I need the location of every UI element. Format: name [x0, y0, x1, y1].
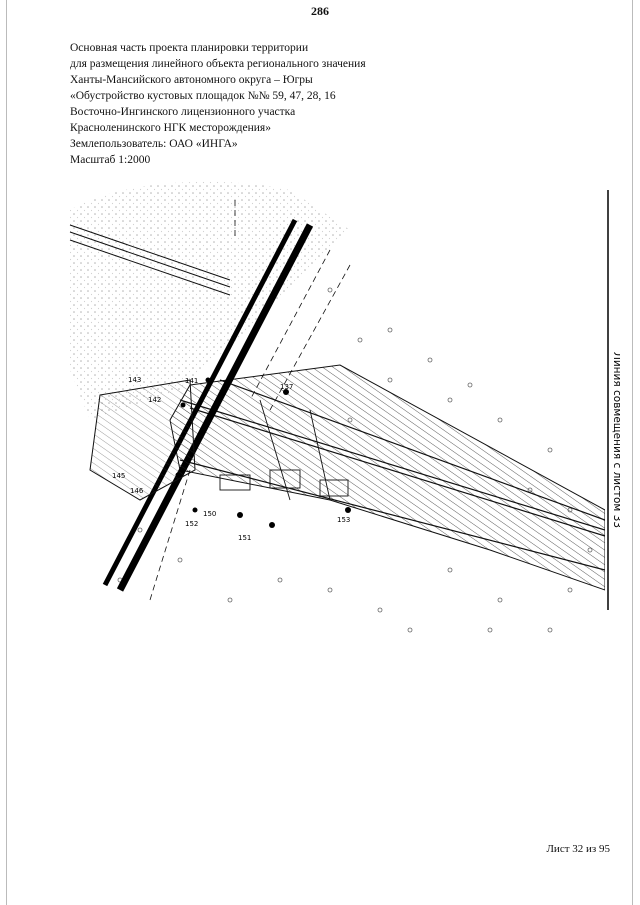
- match-line-label: Линия совмещения с листом 33: [611, 352, 620, 528]
- point-label-group: 141 142 143 145 146 150 151 152 153 137: [112, 376, 350, 542]
- point-label: 153: [337, 516, 350, 524]
- header-line-4: «Обустройство кустовых площадок №№ 59, 4…: [70, 90, 336, 102]
- small-parcels: [219, 399, 349, 501]
- left-margin-line: [6, 0, 7, 905]
- corridor-lines: [179, 379, 605, 571]
- point-markers: [175, 377, 351, 528]
- left-parcel: [89, 379, 196, 501]
- header-line-7: Землепользователь: ОАО «ИНГА»: [70, 138, 238, 150]
- header-line-2: для размещения линейного объекта региона…: [70, 58, 366, 70]
- pipeline-corridor: [169, 364, 605, 591]
- page-number: 286: [311, 4, 329, 18]
- point-label: 150: [203, 510, 216, 518]
- point-label: 137: [280, 383, 293, 391]
- planning-map: 141 142 143 145 146 150 151 152 153 137 …: [69, 181, 620, 633]
- header-line-1: Основная часть проекта планировки террит…: [70, 42, 309, 54]
- point-label: 143: [128, 376, 141, 384]
- point-label: 145: [112, 472, 125, 480]
- point-label: 141: [185, 377, 198, 385]
- axis-lines: [149, 200, 351, 601]
- header-line-5: Восточно-Ингинского лицензионного участк…: [70, 106, 296, 118]
- point-label: 152: [185, 520, 198, 528]
- header-block: Основная часть проекта планировки террит…: [70, 40, 450, 168]
- header-line-8: Масштаб 1:2000: [70, 154, 151, 166]
- right-margin-line: [632, 0, 633, 905]
- point-label: 151: [238, 534, 251, 542]
- highway-lines: [102, 218, 314, 592]
- forest-texture-area: [70, 181, 350, 420]
- header-line-6: Красноленинского НГК месторождения»: [70, 122, 271, 134]
- sheet-footer: Лист 32 из 95: [546, 843, 610, 855]
- header-line-3: Ханты-Мансийского автономного округа – Ю…: [70, 74, 313, 86]
- pipeline-strip: [69, 224, 231, 296]
- point-label: 146: [130, 487, 144, 495]
- point-label: 142: [148, 396, 161, 404]
